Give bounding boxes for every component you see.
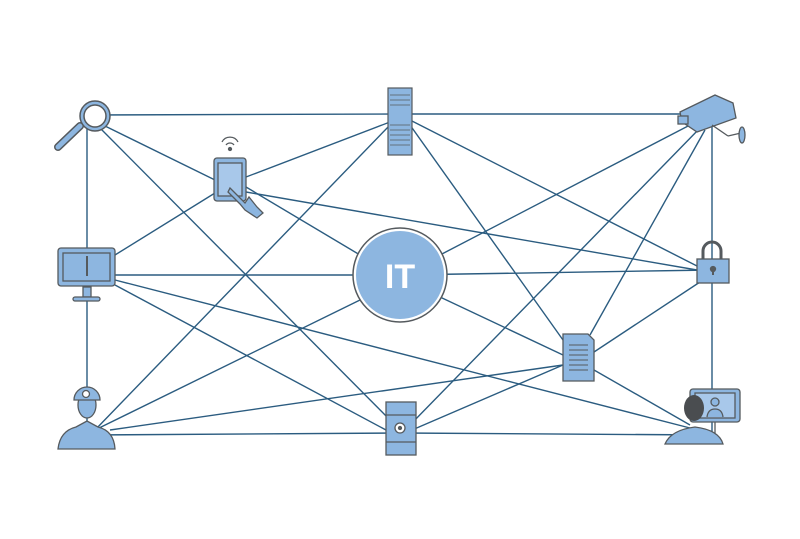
radioactive-barrel-icon	[385, 401, 417, 456]
it-hub: IT	[352, 227, 448, 323]
edge-barrel-operator	[399, 432, 713, 436]
edge-server-document	[409, 124, 564, 341]
edge-worker-document	[109, 364, 564, 431]
worker-icon	[57, 386, 116, 450]
edge-it-document	[439, 296, 564, 356]
edge-camera-barrel	[409, 127, 701, 426]
edge-magnifier-tablet	[104, 125, 216, 181]
edge-document-operator	[593, 369, 691, 426]
edge-tablet-lock	[245, 191, 698, 271]
it-label: IT	[385, 258, 415, 296]
monitor-thermometer-icon	[57, 247, 116, 302]
tablet-touch-icon	[213, 136, 264, 219]
edge-tablet-monitor	[114, 192, 216, 256]
padlock-icon	[696, 240, 730, 284]
edge-magnifier-barrel	[99, 127, 396, 426]
edge-server-worker	[94, 124, 391, 431]
magnifier-icon	[54, 100, 111, 151]
edge-server-lock	[409, 119, 698, 267]
edge-camera-document	[589, 129, 706, 336]
edge-worker-barrel	[86, 432, 401, 436]
connection-lines	[86, 113, 713, 436]
edge-document-barrel	[411, 364, 564, 431]
edge-it-lock	[399, 269, 713, 276]
edge-monitor-barrel	[114, 284, 387, 431]
edge-document-lock	[593, 281, 701, 353]
edge-tablet-it	[245, 186, 361, 256]
edge-worker-it	[94, 299, 361, 431]
server-icon	[387, 87, 413, 156]
edge-tablet-server	[245, 121, 391, 178]
edge-magnifier-server	[86, 113, 401, 116]
edge-camera-it	[439, 124, 691, 256]
edge-monitor-operator	[114, 279, 691, 429]
person-at-screen-icon	[664, 388, 741, 445]
document-icon	[562, 333, 595, 382]
security-camera-icon	[677, 94, 746, 144]
